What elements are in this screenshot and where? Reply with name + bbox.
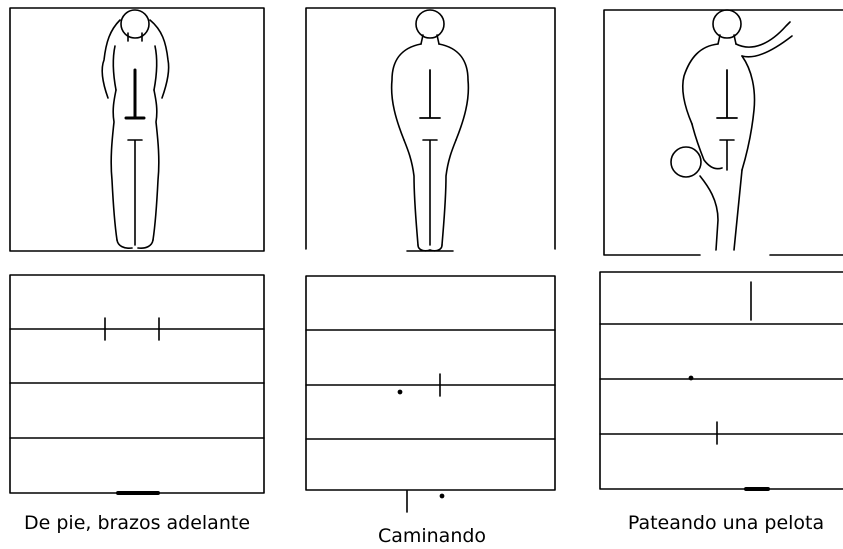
staff-standing <box>9 274 265 495</box>
body-outline-kicking <box>670 9 793 251</box>
body-outline-standing <box>101 9 170 249</box>
figure-panel-kicking <box>603 9 843 256</box>
caption-standing: De pie, brazos adelante <box>23 512 251 534</box>
caption-kicking: Pateando una pelota <box>627 512 825 534</box>
figure-panel-standing <box>9 7 265 252</box>
caption-walking: Caminando <box>377 525 487 547</box>
body-outline-walking <box>390 9 470 252</box>
ball-icon <box>670 146 702 178</box>
figure-panel-walking <box>304 7 557 253</box>
staff-kicking <box>599 271 843 491</box>
staff-walking <box>305 275 556 513</box>
